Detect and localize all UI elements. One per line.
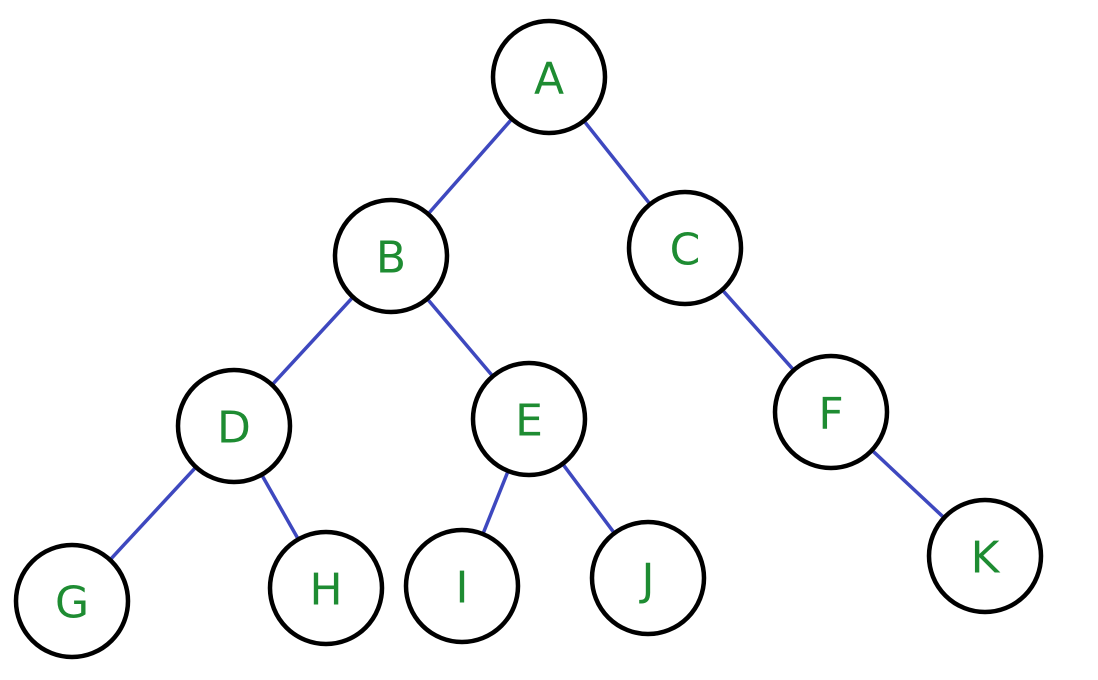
node-label-k: K — [971, 533, 1001, 584]
edge-f-k — [870, 448, 946, 520]
tree-node-k: K — [926, 497, 1044, 615]
node-label-d: D — [217, 403, 251, 454]
edge-b-e — [425, 297, 495, 378]
node-circle-e — [470, 360, 588, 478]
edge-c-f — [720, 288, 796, 372]
node-circle-g — [13, 542, 131, 660]
node-label-i: I — [456, 563, 469, 614]
tree-node-b: B — [332, 197, 450, 315]
node-circle-c — [626, 189, 744, 307]
tree-node-c: C — [626, 189, 744, 307]
tree-node-i: I — [403, 527, 521, 645]
node-circle-d — [175, 367, 293, 485]
node-label-a: A — [534, 54, 564, 105]
edges-layer — [108, 117, 946, 562]
edge-a-b — [426, 117, 514, 216]
edge-e-j — [561, 462, 616, 535]
node-circle-f — [772, 353, 890, 471]
node-circle-k — [926, 497, 1044, 615]
node-label-b: B — [376, 233, 406, 284]
node-label-j: J — [639, 555, 655, 606]
node-circle-i — [403, 527, 521, 645]
edge-d-g — [108, 465, 198, 562]
nodes-layer: A B C D E F G H I J K — [13, 18, 1044, 660]
tree-node-f: F — [772, 353, 890, 471]
node-circle-j — [589, 519, 707, 637]
node-circle-a — [490, 18, 608, 136]
tree-node-e: E — [470, 360, 588, 478]
tree-node-j: J — [589, 519, 707, 637]
node-label-f: F — [818, 389, 843, 440]
node-circle-b — [332, 197, 450, 315]
node-circle-h — [267, 529, 385, 647]
tree-node-a: A — [490, 18, 608, 136]
node-label-c: C — [670, 225, 701, 276]
node-label-g: G — [55, 578, 89, 629]
tree-node-h: H — [267, 529, 385, 647]
tree-node-d: D — [175, 367, 293, 485]
node-label-h: H — [309, 565, 342, 616]
edge-b-d — [270, 295, 355, 387]
tree-node-g: G — [13, 542, 131, 660]
edge-e-i — [481, 470, 510, 535]
edge-a-c — [582, 119, 652, 206]
node-label-e: E — [515, 396, 543, 447]
edge-d-h — [260, 473, 300, 541]
